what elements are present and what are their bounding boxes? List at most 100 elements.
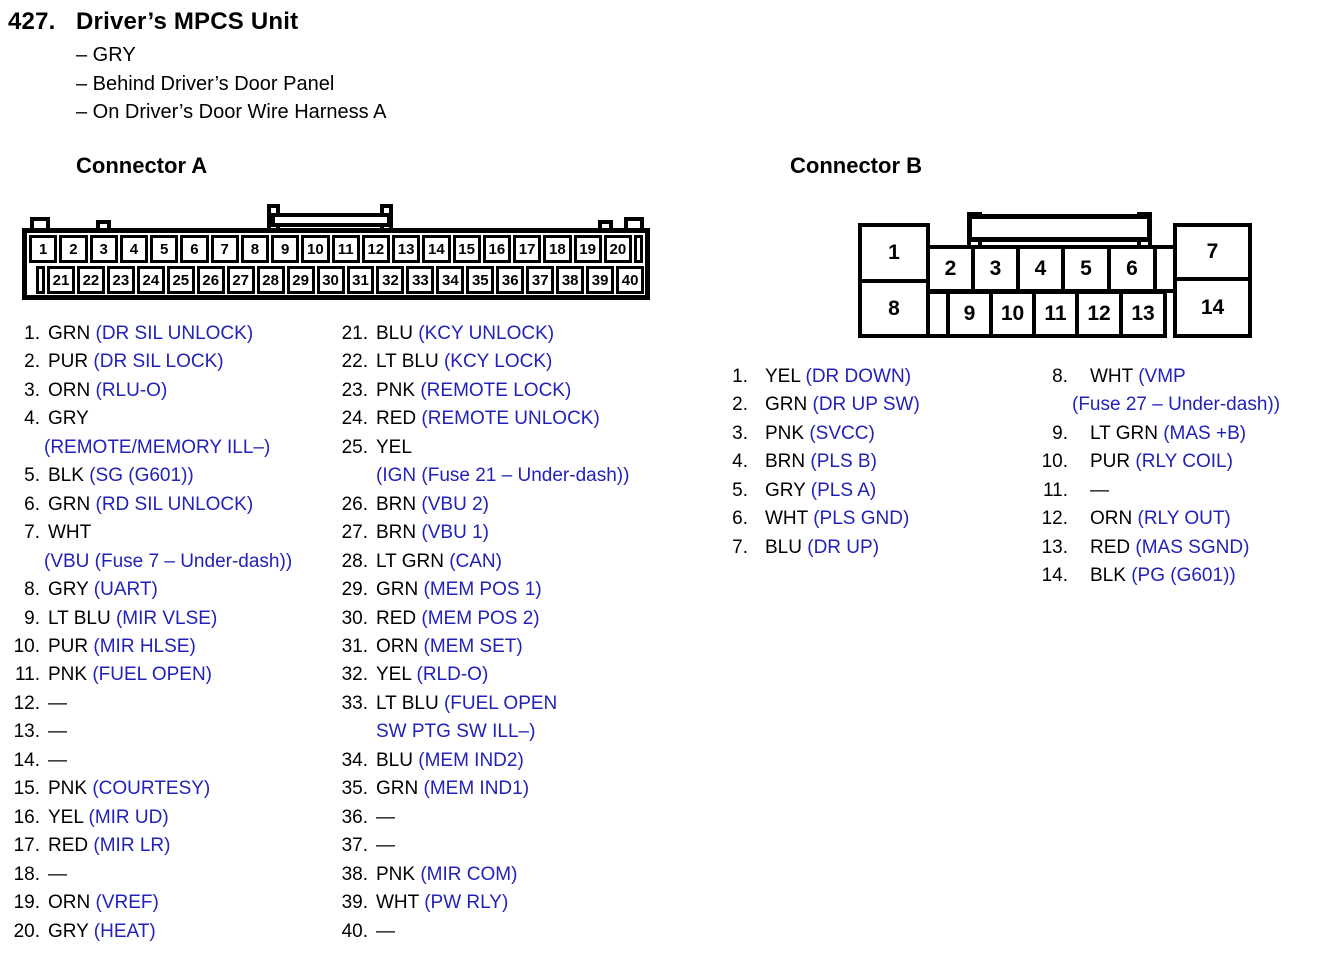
wire-color: PNK [48, 778, 93, 800]
pin-description-line: LT GRN (MAS +B) [1090, 420, 1246, 448]
pin-number: 26. [341, 493, 368, 515]
pin-number: 8. [1052, 366, 1068, 387]
pin-number: 3. [732, 422, 748, 444]
wire-color: RED [48, 835, 94, 857]
pin-description-line: ORN (RLU-O) [48, 377, 167, 405]
pin-row-3: 3. PNK (SVCC) [712, 420, 920, 448]
signal-name: (CAN) [449, 550, 502, 572]
signal-name: (REMOTE/MEMORY ILL–) [44, 436, 271, 458]
pin-row-14: 14.— [4, 747, 292, 775]
pin-description: LT BLU (MIR VLSE) [48, 605, 217, 633]
wire-color: BLK [48, 465, 90, 487]
wire-color: — [48, 863, 67, 885]
pin-description-line: (IGN (Fuse 21 – Under-dash)) [376, 462, 629, 490]
pin-number: 13. [13, 721, 40, 743]
pin-description: ORN (MEM SET) [376, 633, 523, 661]
pin-description-line: RED (MIR LR) [48, 832, 170, 860]
wire-color: — [376, 920, 395, 942]
pin-description-line: LT BLU (KCY LOCK) [376, 348, 552, 376]
signal-name: (VBU (Fuse 7 – Under-dash)) [44, 550, 293, 572]
detail-line: – On Driver’s Door Wire Harness A [76, 101, 387, 124]
pin-cell-a34: 34 [436, 266, 465, 294]
wire-color: WHT [1090, 366, 1139, 387]
pin-description-line: BLU (MEM IND2) [376, 747, 524, 775]
pin-description: PUR (RLY COIL) [1090, 448, 1233, 476]
pin-description: WHT (VMP(Fuse 27 – Under-dash)) [1072, 363, 1280, 420]
pin-row-36: 36.— [332, 804, 629, 832]
pin-description-line: ORN (RLY OUT) [1090, 505, 1231, 533]
wire-color: WHT [48, 522, 92, 544]
pin-cell-b9: 9 [946, 290, 993, 338]
signal-name: (SVCC) [809, 422, 875, 444]
signal-name: (MAS +B) [1163, 422, 1247, 444]
wire-color: LT GRN [376, 550, 450, 572]
signal-name: (FUEL OPEN) [92, 664, 212, 686]
pin-row-21: 21.BLU (KCY UNLOCK) [332, 320, 629, 348]
wire-color: GRY [765, 479, 811, 501]
pin-cell-b1: 1 [858, 223, 930, 283]
pin-description: — [376, 804, 395, 832]
pin-cell-a19: 19 [573, 235, 602, 263]
pin-description-line: (REMOTE/MEMORY ILL–) [44, 434, 270, 462]
pin-description: BLU (DR UP) [765, 534, 879, 562]
connector-b-heading: Connector B [790, 153, 922, 178]
pin-description-line: PNK (REMOTE LOCK) [376, 377, 571, 405]
wire-color: PNK [376, 863, 421, 885]
pin-description-line: — [48, 861, 67, 889]
pin-cell-a12: 12 [361, 235, 390, 263]
signal-name: (IGN (Fuse 21 – Under-dash)) [376, 465, 630, 487]
pin-number: 12. [13, 692, 40, 714]
pin-cell-a17: 17 [513, 235, 542, 263]
pin-number: 9. [24, 607, 40, 629]
pin-row-8: 8.WHT (VMP(Fuse 27 – Under-dash)) [1032, 363, 1280, 420]
pin-number: 11. [14, 664, 40, 686]
pin-description-line: PNK (COURTESY) [48, 775, 210, 803]
pin-description: YEL(IGN (Fuse 21 – Under-dash)) [376, 434, 629, 491]
signal-name: (KCY LOCK) [443, 351, 553, 373]
wire-color: BRN [765, 451, 811, 473]
pin-description-line: GRY [48, 405, 270, 433]
pin-description-line: LT BLU (FUEL OPEN [376, 690, 557, 718]
pin-row-17: 17.RED (MIR LR) [4, 832, 292, 860]
pin-number: 18. [13, 863, 40, 885]
housing-tab-icon [30, 217, 50, 230]
pin-row-10: 10.PUR (MIR HLSE) [4, 633, 292, 661]
housing-tab-icon [96, 220, 111, 230]
pin-description: ORN (RLU-O) [48, 377, 167, 405]
signal-name: (FUEL OPEN [443, 692, 558, 714]
pin-row-2: 2.PUR (DR SIL LOCK) [4, 348, 292, 376]
pin-description: BLU (KCY UNLOCK) [376, 320, 554, 348]
signal-name: (PLS B) [810, 451, 877, 473]
pin-description: LT GRN (CAN) [376, 548, 502, 576]
pin-cell-a3: 3 [89, 235, 118, 263]
latch-bar-icon [967, 214, 1152, 242]
pin-number: 31. [341, 635, 368, 657]
pin-cell-a39: 39 [586, 266, 615, 294]
pin-row-2: 2.GRN (DR UP SW) [712, 391, 920, 419]
signal-name: (MEM POS 2) [421, 607, 540, 629]
signal-name: (MAS SGND) [1135, 536, 1250, 558]
signal-name: (VREF) [95, 892, 159, 914]
pin-cell-a21: 21 [47, 266, 75, 294]
pin-cell-a24: 24 [136, 266, 165, 294]
wire-color: BLK [1090, 565, 1132, 587]
signal-name: (PLS GND) [813, 508, 910, 530]
wire-color: YEL [376, 664, 417, 686]
pin-description: ORN (RLY OUT) [1090, 505, 1231, 533]
wire-color: BRN [376, 522, 422, 544]
pin-description: PNK (SVCC) [765, 420, 875, 448]
pin-row-40: 40.— [332, 918, 629, 946]
pin-row-25: 25.YEL(IGN (Fuse 21 – Under-dash)) [332, 434, 630, 491]
pin-description-line: — [376, 832, 395, 860]
pin-description: — [376, 918, 395, 946]
pin-row-12: 12.ORN (RLY OUT) [1032, 505, 1280, 533]
pin-description-line: — [48, 690, 67, 718]
pin-row-14: 14.BLK (PG (G601)) [1032, 562, 1280, 590]
pin-description-line: WHT [48, 519, 292, 547]
pin-cell-a15: 15 [452, 235, 481, 263]
pin-cell-a10: 10 [301, 235, 330, 263]
connector-b-diagram: 1 2 3 4 5 6 7 8 9 10 11 12 13 14 [855, 212, 1255, 338]
